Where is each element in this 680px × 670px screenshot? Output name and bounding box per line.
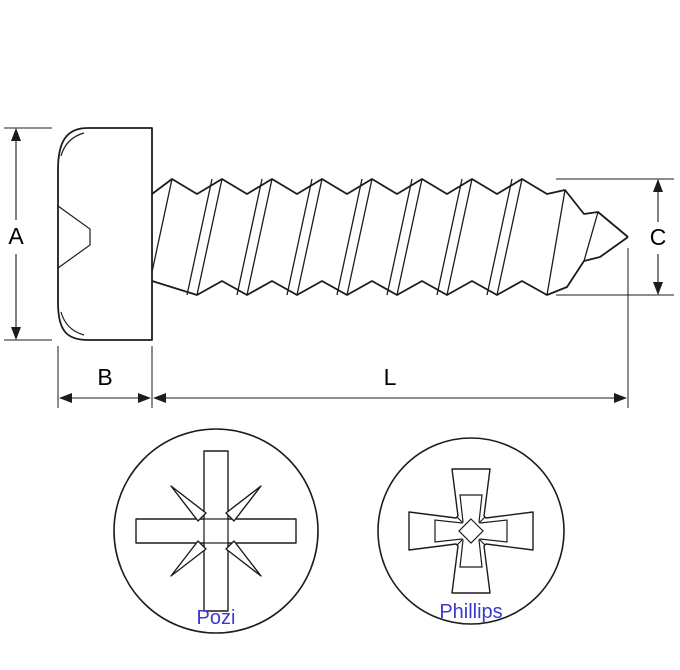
head-dome-arc-top — [60, 132, 85, 157]
pozi-cross-slot — [135, 450, 297, 612]
dimension-a: A — [4, 127, 52, 341]
phillips-label: Phillips — [439, 601, 502, 623]
dimension-l: L — [153, 248, 629, 408]
dimension-b-extension-lines — [57, 346, 153, 408]
screw-side-view — [57, 127, 629, 341]
tip-flank-lines — [546, 189, 599, 296]
phillips-cross-outer — [408, 468, 534, 594]
pozi-circle — [113, 428, 319, 634]
head-outline — [57, 127, 153, 341]
phillips-chamfer-lines — [456, 516, 486, 546]
pozi-label: Pozi — [197, 607, 236, 629]
pozi-center-square — [203, 518, 229, 544]
screw-threads — [151, 178, 629, 296]
thread-flank-lines — [151, 178, 523, 296]
phillips-cross-inner — [434, 494, 508, 568]
dimension-label-b: B — [97, 364, 112, 390]
pozi-drive-view: Pozi — [113, 428, 319, 634]
pozi-diagonal-tick-ne — [225, 485, 262, 522]
dimension-label-c: C — [650, 224, 667, 250]
pozi-diagonal-tick-se — [225, 540, 262, 577]
thread-top-profile — [151, 178, 629, 238]
dimension-label-a: A — [8, 223, 24, 249]
head-dome-arc-bottom — [60, 311, 85, 336]
screw-tip — [546, 189, 599, 296]
head-recess-side-view — [57, 205, 91, 269]
thread-bottom-profile — [151, 236, 629, 296]
pozi-diagonal-tick-nw — [170, 485, 207, 522]
screw-head — [57, 127, 153, 341]
phillips-circle — [377, 437, 565, 625]
phillips-center-diamond — [458, 518, 484, 544]
phillips-drive-view: Phillips — [377, 437, 565, 625]
pozi-diagonal-tick-sw — [170, 540, 207, 577]
dimension-b: B — [57, 346, 153, 408]
dimension-c: C — [556, 178, 674, 296]
dimension-label-l: L — [384, 364, 397, 390]
